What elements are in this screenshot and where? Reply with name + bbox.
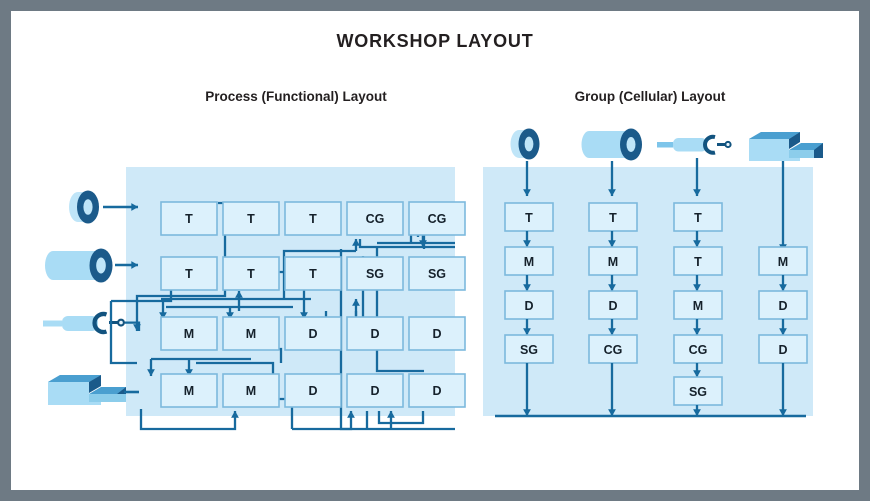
machine-label: M — [524, 255, 534, 269]
stepped-shaft-icon — [657, 134, 732, 155]
machine-box[interactable]: T — [284, 256, 342, 291]
machine-label: T — [309, 212, 317, 226]
machine-label: SG — [689, 385, 707, 399]
machine-label: D — [370, 384, 379, 398]
machine-label: D — [778, 299, 787, 313]
machine-box[interactable]: D — [758, 290, 808, 320]
machine-box[interactable]: M — [222, 316, 280, 351]
machine-box[interactable]: CG — [673, 334, 723, 364]
machine-label: CG — [366, 212, 385, 226]
panel-title-process: Process (Functional) Layout — [205, 89, 387, 104]
cylinder-tube-icon — [581, 128, 642, 161]
machine-box[interactable]: M — [504, 246, 554, 276]
poster-frame: WORKSHOP LAYOUT Process (Functional) Lay… — [11, 11, 859, 490]
machine-label: T — [694, 211, 702, 225]
machine-box[interactable]: CG — [588, 334, 638, 364]
machine-box[interactable]: M — [673, 290, 723, 320]
machine-label: M — [246, 327, 256, 341]
machine-label: M — [246, 384, 256, 398]
machine-box[interactable]: T — [588, 202, 638, 232]
machine-label: D — [432, 384, 441, 398]
machine-label: D — [308, 384, 317, 398]
machine-box[interactable]: T — [222, 256, 280, 291]
machine-box[interactable]: D — [408, 373, 466, 408]
group-cell-2: T M D CG — [588, 202, 638, 417]
machine-box[interactable]: T — [222, 201, 280, 236]
machine-box[interactable]: T — [673, 246, 723, 276]
machine-box[interactable]: SG — [346, 256, 404, 291]
group-cell-4: M D D — [758, 246, 808, 417]
machine-box[interactable]: CG — [346, 201, 404, 236]
machine-label: D — [608, 299, 617, 313]
machine-label: T — [694, 255, 702, 269]
machine-box[interactable]: M — [160, 373, 218, 408]
machine-box[interactable]: D — [588, 290, 638, 320]
machine-label: T — [247, 212, 255, 226]
diagram-stage: WORKSHOP LAYOUT Process (Functional) Lay… — [11, 11, 859, 490]
machine-label: CG — [604, 343, 623, 357]
stepped-shaft-icon — [43, 311, 125, 335]
group-cell-3: T T M CG — [673, 202, 723, 417]
machine-box[interactable]: D — [504, 290, 554, 320]
machine-label: M — [778, 255, 788, 269]
machine-label: D — [308, 327, 317, 341]
machine-label: T — [525, 211, 533, 225]
machine-box[interactable]: D — [284, 316, 342, 351]
machine-box[interactable]: SG — [504, 334, 554, 364]
machine-box[interactable]: M — [758, 246, 808, 276]
machine-label: CG — [428, 212, 447, 226]
workshop-layout-diagram: WORKSHOP LAYOUT Process (Functional) Lay… — [43, 31, 823, 431]
machine-label: SG — [428, 267, 446, 281]
machine-label: D — [778, 343, 787, 357]
machine-box[interactable]: T — [673, 202, 723, 232]
panel-title-group: Group (Cellular) Layout — [575, 89, 726, 104]
machine-box[interactable]: M — [222, 373, 280, 408]
machine-label: CG — [689, 343, 708, 357]
machine-box[interactable]: T — [160, 256, 218, 291]
block-tenon-icon — [749, 132, 823, 161]
machine-box[interactable]: D — [408, 316, 466, 351]
machine-box[interactable]: M — [160, 316, 218, 351]
grid-row-3: M M D D D — [160, 316, 466, 351]
machine-label: D — [432, 327, 441, 341]
block-tenon-icon — [48, 375, 126, 405]
machine-box[interactable]: SG — [408, 256, 466, 291]
machine-box[interactable]: T — [504, 202, 554, 232]
machine-box[interactable]: D — [758, 334, 808, 364]
machine-label: T — [185, 212, 193, 226]
machine-box[interactable]: D — [346, 373, 404, 408]
ring-washer-icon — [69, 190, 99, 224]
group-cell-1: T M D SG — [504, 202, 554, 417]
machine-label: M — [693, 299, 703, 313]
machine-label: T — [609, 211, 617, 225]
grid-row-2: T T T SG SG — [160, 256, 466, 291]
machine-label: T — [185, 267, 193, 281]
machine-label: D — [370, 327, 379, 341]
machine-label: M — [184, 384, 194, 398]
cylinder-tube-icon — [45, 248, 113, 283]
ring-washer-icon — [510, 128, 540, 160]
machine-box[interactable]: D — [284, 373, 342, 408]
machine-label: SG — [366, 267, 384, 281]
machine-label: M — [184, 327, 194, 341]
machine-label: T — [309, 267, 317, 281]
grid-row-1: T T T CG CG — [160, 201, 466, 236]
machine-box[interactable]: CG — [408, 201, 466, 236]
machine-label: SG — [520, 343, 538, 357]
machine-box[interactable]: T — [160, 201, 218, 236]
machine-box[interactable]: SG — [673, 376, 723, 406]
machine-box[interactable]: T — [284, 201, 342, 236]
machine-label: D — [524, 299, 533, 313]
machine-box[interactable]: M — [588, 246, 638, 276]
machine-label: T — [247, 267, 255, 281]
machine-box[interactable]: D — [346, 316, 404, 351]
machine-label: M — [608, 255, 618, 269]
grid-row-4: M M D D D — [160, 373, 466, 408]
page-title: WORKSHOP LAYOUT — [336, 31, 533, 51]
